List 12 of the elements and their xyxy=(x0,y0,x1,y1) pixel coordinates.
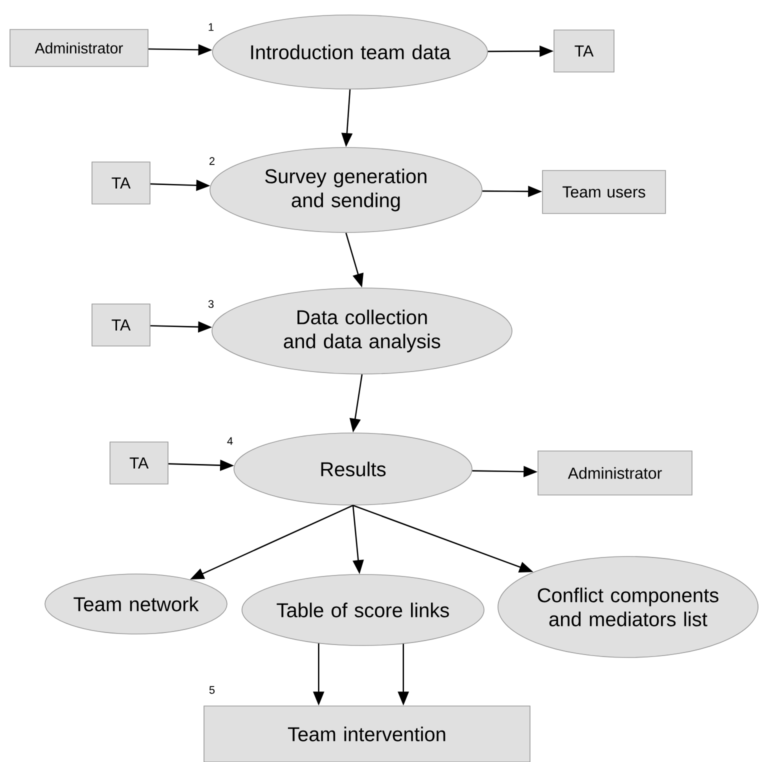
actor-box: Administrator xyxy=(10,29,148,67)
step-number: 1 xyxy=(208,23,214,31)
step-number: 3 xyxy=(208,300,214,308)
actor-box: TA xyxy=(92,304,150,346)
actor-box: Administrator xyxy=(538,450,692,496)
actor-box: Team intervention xyxy=(204,706,530,762)
actor-box: Team users xyxy=(542,170,666,214)
actor-box: TA xyxy=(92,162,150,204)
step-number: 5 xyxy=(209,686,215,694)
actor-box: TA xyxy=(554,30,614,72)
actor-box: TA xyxy=(110,442,168,484)
step-number: 2 xyxy=(210,157,214,165)
